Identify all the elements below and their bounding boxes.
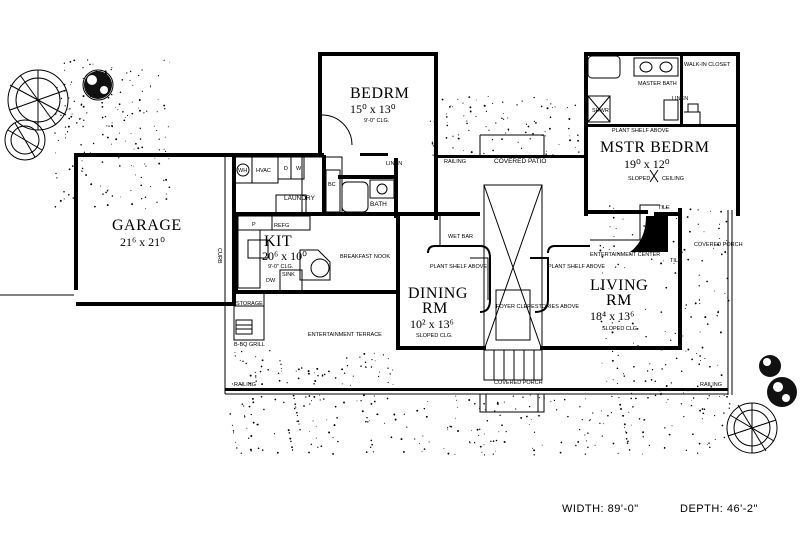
tree-left-small bbox=[4, 119, 46, 161]
master-sloped-label: SLOPED bbox=[628, 176, 650, 182]
tile-label-1: TILE bbox=[658, 205, 670, 211]
kitchen-dims: 20⁶ x 10⁰ bbox=[262, 249, 307, 263]
linen-label-1: LINEN bbox=[386, 161, 402, 167]
shower-label: SHWR bbox=[592, 108, 609, 114]
kitchen-name: KIT bbox=[264, 233, 292, 250]
covered-porch-front-label: COVERED PORCH bbox=[494, 380, 543, 386]
bbq-grill-label: B-BQ GRILL bbox=[234, 342, 265, 348]
tree-right-1 bbox=[759, 355, 797, 407]
dryer-label: D bbox=[284, 166, 288, 172]
sink-label: SINK bbox=[282, 272, 295, 278]
railing-right-label: RAILING bbox=[700, 382, 722, 388]
garage-name: GARAGE bbox=[112, 217, 182, 234]
wet-bar-label: WET BAR bbox=[448, 234, 473, 240]
bedroom-note: 9'-0" CLG. bbox=[364, 118, 390, 124]
railing-left-label: RAILING bbox=[234, 382, 256, 388]
living-name-2: RM bbox=[606, 292, 632, 309]
railing-patio-label: RAILING bbox=[444, 159, 466, 165]
master-bedroom-walls bbox=[584, 52, 740, 216]
dining-dims: 10² x 13⁶ bbox=[410, 317, 454, 331]
dining-name-2: RM bbox=[422, 300, 448, 317]
living-walls bbox=[530, 204, 682, 350]
walk-in-closet-label: WALK-IN CLOSET bbox=[684, 62, 731, 68]
linen-label-2: LINEN bbox=[672, 96, 688, 102]
master-ceiling-label: CEILING bbox=[662, 176, 684, 182]
pantry-label: P bbox=[252, 222, 256, 228]
bedroom-walls bbox=[318, 52, 438, 220]
bedroom-name: BEDRM bbox=[350, 85, 409, 102]
living-note: SLOPED CLG. bbox=[602, 326, 639, 332]
living-name-1: LIVING bbox=[590, 277, 648, 294]
dining-walls bbox=[396, 212, 491, 350]
dining-name-1: DINING bbox=[408, 285, 468, 302]
master-bath-label: MASTER BATH bbox=[638, 81, 677, 87]
plant-shelf-living-label: PLANT SHELF ABOVE bbox=[548, 264, 605, 270]
plant-shelf-top-label: PLANT SHELF ABOVE bbox=[612, 128, 669, 134]
storage-label: STORAGE bbox=[236, 301, 263, 307]
kitchen-walls bbox=[234, 212, 400, 350]
laundry-label: LAUNDRY bbox=[284, 195, 316, 202]
entertainment-center-label: ENTERTAINMENT CENTER bbox=[590, 252, 660, 258]
garage-dims: 21⁶ x 21⁰ bbox=[120, 235, 165, 249]
tile-label-2: TILE bbox=[670, 258, 682, 264]
covered-patio-label: COVERED PATIO bbox=[494, 158, 547, 165]
tree-left-large bbox=[7, 69, 69, 131]
washer-label: W bbox=[296, 166, 302, 172]
hvac-label: HVAC bbox=[256, 168, 271, 174]
utility-walls bbox=[233, 153, 398, 218]
labels: BEDRM 15⁰ x 13⁰ 9'-0" CLG. MASTER BATH W… bbox=[112, 62, 743, 388]
foyer bbox=[483, 184, 543, 381]
plant-shelf-dining-label: PLANT SHELF ABOVE bbox=[430, 264, 487, 270]
depth-dimension: DEPTH: 46'-2" bbox=[680, 503, 758, 515]
covered-porch-front bbox=[224, 300, 728, 413]
covered-porch-right-label: COVERED PORCH bbox=[694, 242, 743, 248]
terrace bbox=[233, 294, 265, 341]
dining-note: SLOPED CLG. bbox=[416, 333, 453, 339]
kitchen-note: 9'-0" CLG. bbox=[268, 264, 294, 270]
curb-label: CURB bbox=[216, 248, 222, 264]
covered-patio bbox=[438, 134, 588, 158]
master-bedroom-dims: 19⁰ x 12⁰ bbox=[624, 157, 670, 171]
width-dimension: WIDTH: 89'-0" bbox=[562, 503, 639, 515]
master-bedroom-name: MSTR BEDRM bbox=[600, 139, 709, 156]
tree-right-large bbox=[726, 402, 778, 454]
breakfast-nook-label: BREAKFAST NOOK bbox=[340, 254, 390, 260]
bath-label: BATH bbox=[370, 201, 387, 208]
dishwasher-label: DW bbox=[266, 278, 276, 284]
covered-porch-right bbox=[727, 210, 733, 395]
refrigerator-label: REFG bbox=[274, 223, 289, 229]
living-dims: 18⁴ x 13⁶ bbox=[590, 309, 634, 323]
water-heater-label: WH bbox=[238, 168, 247, 174]
foyer-label: FOYER CLERESTORIES ABOVE bbox=[496, 304, 579, 310]
bedroom-dims: 15⁰ x 13⁰ bbox=[350, 102, 396, 116]
broom-closet-label: BC bbox=[328, 182, 336, 188]
entertainment-terrace-label: ENTERTAINMENT TERRACE bbox=[308, 332, 382, 338]
shrub-top bbox=[82, 69, 114, 101]
